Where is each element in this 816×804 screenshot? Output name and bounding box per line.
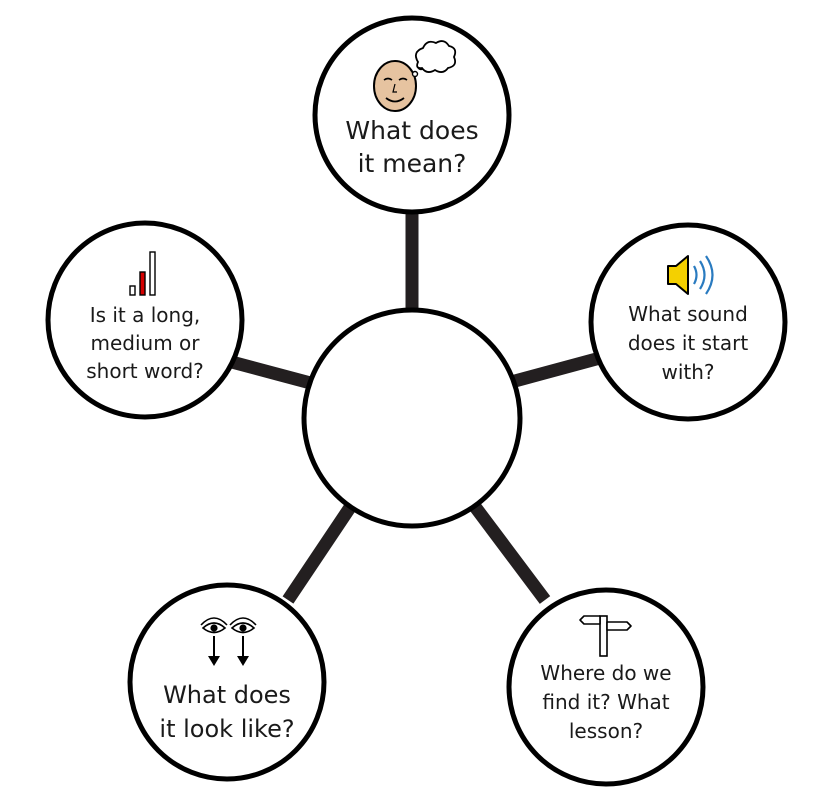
length-bars-icon — [129, 251, 156, 296]
thinking-face-icon — [373, 40, 457, 112]
node-appearance: What does it look like? — [127, 582, 327, 782]
node-meaning-line-1: What does — [345, 116, 478, 145]
connector-appearance — [282, 496, 361, 604]
node-meaning: What does it mean? — [312, 15, 512, 215]
node-length-circle — [45, 220, 245, 420]
node-appearance-line-1: What does — [163, 681, 291, 709]
node-location-line-3: lesson? — [569, 719, 643, 743]
node-sound: What sound does it start with? — [588, 222, 788, 422]
node-location-circle — [506, 587, 706, 787]
node-sound-line-1: What sound — [628, 302, 748, 326]
node-length-line-2: medium or — [90, 331, 200, 355]
node-sound-line-3: with? — [661, 360, 714, 384]
node-sound-line-2: does it start — [628, 331, 749, 355]
center-circle — [301, 307, 523, 529]
connector-length — [226, 354, 320, 392]
signpost-icon — [579, 615, 632, 657]
eyes-looking-down-icon — [200, 617, 257, 666]
node-meaning-circle — [312, 15, 512, 215]
node-sound-circle — [588, 222, 788, 422]
node-length-line-3: short word? — [86, 359, 204, 383]
node-length-line-1: Is it a long, — [90, 303, 201, 327]
node-location: Where do we find it? What lesson? — [506, 587, 706, 787]
node-location-line-2: find it? What — [542, 690, 669, 714]
connector-sound — [498, 351, 602, 392]
speaker-icon — [667, 255, 714, 295]
node-meaning-line-2: it mean? — [358, 149, 467, 178]
node-location-line-1: Where do we — [540, 661, 671, 685]
node-appearance-circle — [127, 582, 327, 782]
connector-location — [464, 496, 551, 604]
connectors — [226, 200, 602, 604]
node-appearance-line-2: it look like? — [159, 715, 294, 743]
node-length: Is it a long, medium or short word? — [45, 220, 245, 420]
